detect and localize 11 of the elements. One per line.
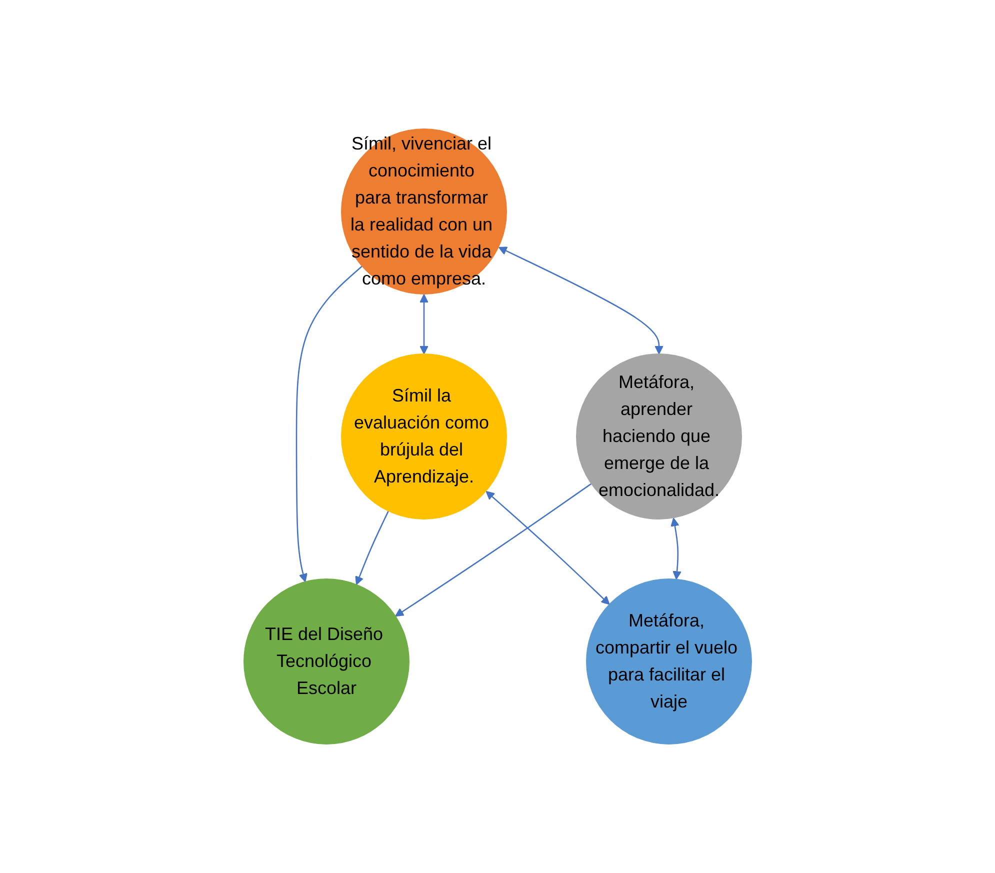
arrow — [296, 266, 362, 582]
node-circle: Metáfora, compartir el vuelo para facilitar el viaje — [586, 578, 752, 744]
arrow — [419, 294, 428, 354]
node-circle: Metáfora, aprender haciendo que emerge de la emocionalidad. — [576, 354, 742, 520]
arrow — [670, 518, 682, 580]
node-circle: Símil la evaluación como brújula del Aprendizaje. — [340, 354, 507, 520]
arrow — [354, 510, 389, 585]
arrow — [486, 490, 610, 605]
node-circle: TIE del Diseño Tecnológico Escolar — [243, 578, 410, 744]
arrow — [394, 483, 592, 617]
arrow — [498, 246, 664, 354]
